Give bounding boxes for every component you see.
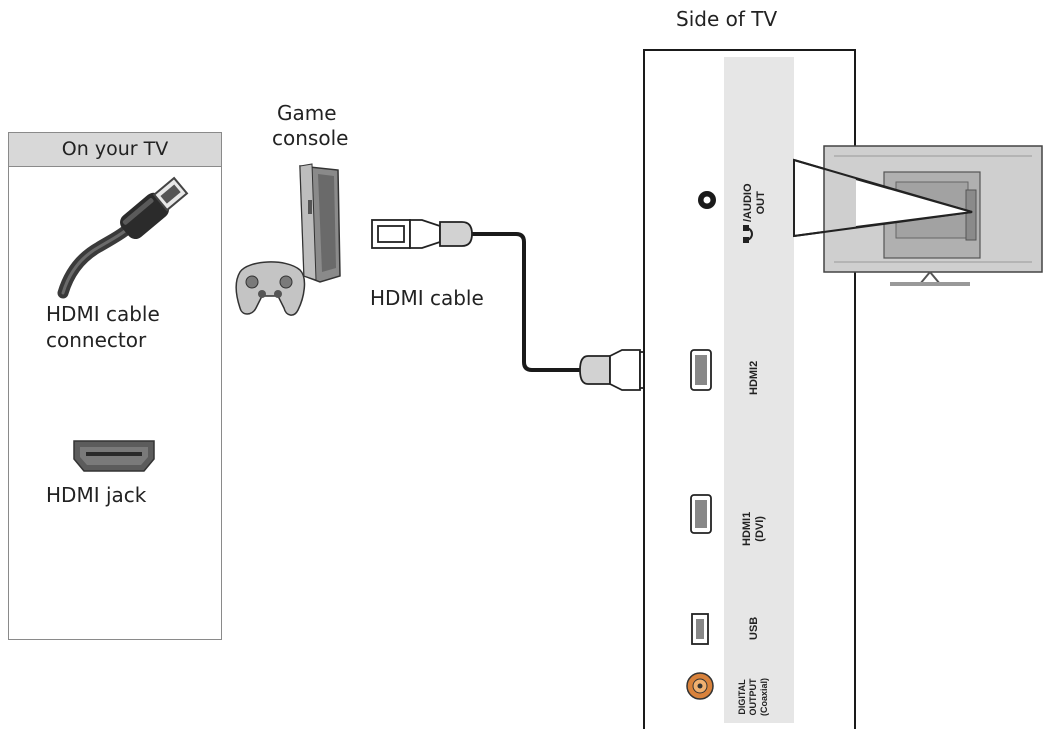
hdmi-jack-icon (73, 440, 155, 472)
legend-panel: On your TV (8, 132, 222, 640)
hdmi-cable-connector-icon (57, 176, 189, 299)
tv-side-title: Side of TV (676, 7, 778, 31)
legend-header: On your TV (9, 133, 221, 167)
cable-connector-label-1: HDMI cable (46, 302, 160, 326)
coaxial-jack-icon (686, 672, 714, 700)
hdmi-cable-label: HDMI cable (370, 286, 484, 310)
audio-out-jack-icon (698, 191, 716, 209)
console-label-2: console (272, 126, 349, 150)
game-console-icon (235, 163, 341, 316)
cable-connector-label-2: connector (46, 328, 147, 352)
hdmi-connector-top (371, 219, 473, 249)
console-label-1: Game (277, 101, 337, 125)
usb-port-icon (691, 613, 709, 645)
hdmi2-port-icon (690, 349, 712, 391)
port-label-strip (724, 57, 794, 723)
headphone-icon (743, 225, 753, 243)
hdmi1-port-icon (690, 494, 712, 534)
hdmi-jack-label: HDMI jack (46, 483, 147, 507)
